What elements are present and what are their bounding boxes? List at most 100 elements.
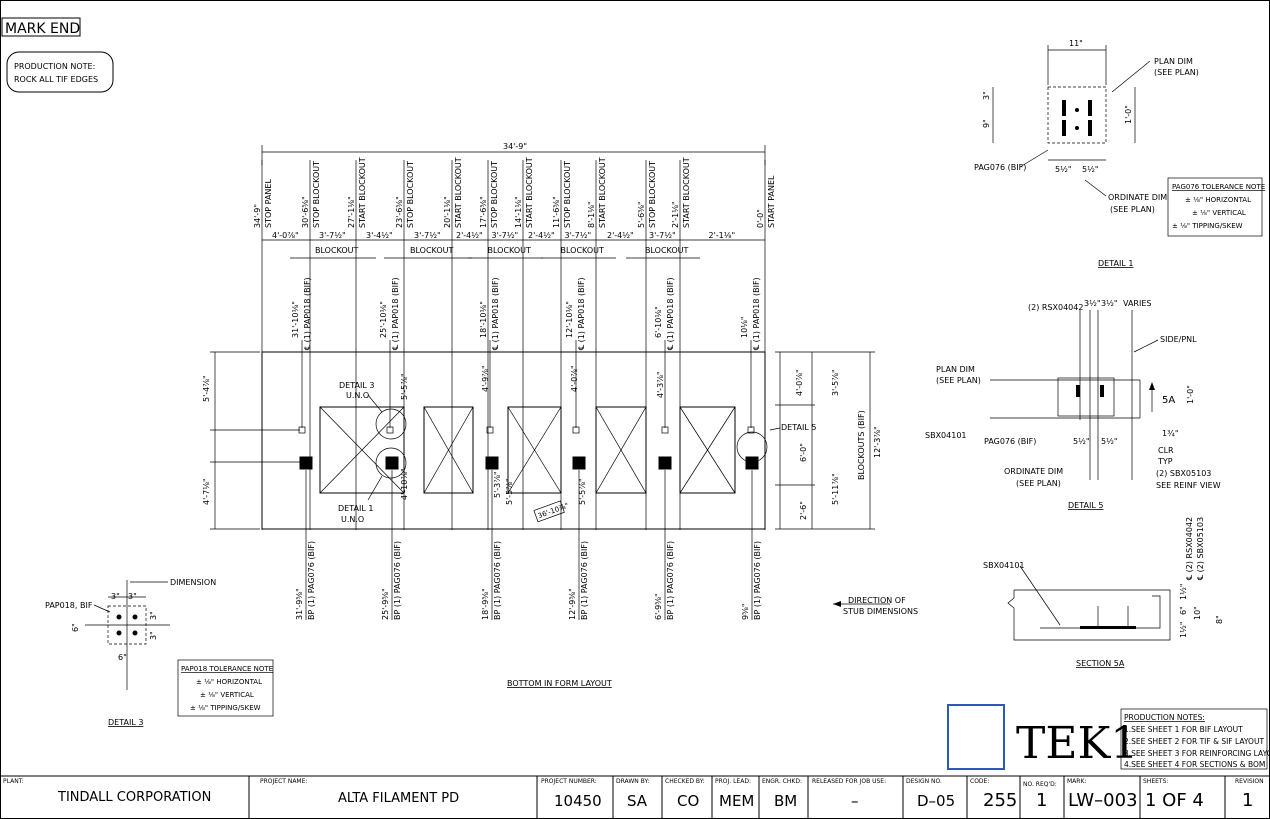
tb-project-label: PROJECT NAME: bbox=[260, 778, 307, 785]
tb-rev: 1 bbox=[1242, 790, 1253, 811]
d3-dim-b: 3" bbox=[128, 592, 137, 601]
segment-dim: 3'-7½" bbox=[649, 231, 676, 240]
d5-dim-134: 1¾" bbox=[1162, 429, 1179, 438]
note-3: 3.SEE SHEET 3 FOR REINFORCING LAYOUT bbox=[1124, 749, 1270, 758]
notes-title: PRODUCTION NOTES: bbox=[1124, 713, 1205, 722]
d1-tol-title: PAG076 TOLERANCE NOTE bbox=[1172, 183, 1265, 191]
bottom-embed-dim: 31'-9⅝" bbox=[295, 588, 304, 620]
callout-uno2: U.N.O bbox=[341, 515, 364, 524]
station-dim: 20'-1⅛" bbox=[443, 196, 452, 228]
d5-section-marker: 5A bbox=[1162, 395, 1175, 406]
top-embed-dim: 10⅛" bbox=[740, 316, 749, 338]
inner-dim: 4'-3⅞" bbox=[656, 371, 665, 398]
mark-end-box bbox=[1, 17, 81, 37]
pag076-embed bbox=[485, 456, 499, 470]
tb-drawn: SA bbox=[627, 792, 648, 810]
right-dim-5: 5'-11⅞" bbox=[831, 473, 840, 505]
bottom-embed-desc: BP (1) PAG076 (BIF) bbox=[580, 541, 589, 620]
pag076-embed bbox=[385, 456, 399, 470]
s5a-dim-6: 6" bbox=[1179, 606, 1188, 615]
segment-dim: 3'-4½" bbox=[366, 231, 393, 240]
tb-drawn-label: DRAWN BY: bbox=[616, 778, 649, 785]
station-dim: 11'-6⅝" bbox=[552, 196, 561, 228]
d3-dim-e: 3" bbox=[149, 631, 158, 640]
skew-box bbox=[533, 500, 565, 523]
d3-dim-a: 3" bbox=[111, 592, 120, 601]
right-dim-2: 6'-0" bbox=[799, 443, 808, 462]
station-dim: 8'-1⅛" bbox=[587, 201, 596, 228]
tb-project: ALTA FILAMENT PD bbox=[338, 791, 459, 806]
station-label: START BLOCKOUT bbox=[358, 157, 367, 228]
d1-title: DETAIL 1 bbox=[1098, 259, 1133, 268]
s5a-sbx: SBX04101 bbox=[983, 561, 1025, 570]
d1-dim-1ft: 1'-0" bbox=[1124, 105, 1133, 124]
detail5: 5A (2) RSX04042 3½" 3½" VARIES 1'-0" SID… bbox=[925, 299, 1221, 510]
top-embed-dim: 12'-10⅛" bbox=[565, 301, 574, 338]
segment-dim: 2'-1⅛" bbox=[709, 231, 736, 240]
bottom-embed-dim: 25'-9⅝" bbox=[381, 588, 390, 620]
station-dim: 34'-9" bbox=[253, 204, 262, 228]
segment-dim: 4'-0⅞" bbox=[272, 231, 299, 240]
callout-detail3: DETAIL 3 bbox=[339, 381, 374, 390]
section5a: SBX04101 ℄ (2) RSX04042 ℄ (2) SBX05103 6… bbox=[983, 517, 1224, 668]
station-label: STOP PANEL bbox=[264, 179, 273, 228]
tb-req-label: NO. REQ'D: bbox=[1023, 781, 1057, 788]
direction-line2: STUB DIMENSIONS bbox=[843, 607, 918, 616]
d3-dim-f: 6" bbox=[118, 653, 127, 662]
note-1: 1.SEE SHEET 1 FOR BIF LAYOUT bbox=[1124, 725, 1243, 734]
d3-tol-1: ± ⅛" HORIZONTAL bbox=[196, 678, 262, 686]
d3-tol-2: ± ⅛" VERTICAL bbox=[200, 691, 254, 699]
station-label: STOP BLOCKOUT bbox=[490, 161, 499, 228]
overall-dim: 34'-9" bbox=[503, 142, 527, 151]
tb-checked: CO bbox=[677, 792, 699, 810]
inner-dim: 4'-0⅞" bbox=[570, 365, 579, 392]
station-dim: 0'-0" bbox=[756, 209, 765, 228]
top-embed-desc: ℄ (1) PAP018 (BIF) bbox=[666, 277, 675, 350]
tb-engr: BM bbox=[774, 792, 797, 810]
blockout-x bbox=[507, 406, 562, 494]
d1-dim-width: 11" bbox=[1069, 39, 1083, 48]
station-dim: 27'-1⅛" bbox=[347, 196, 356, 228]
d5-sbx2-2: SEE REINF VIEW bbox=[1156, 481, 1221, 490]
pag076-embed bbox=[745, 456, 759, 470]
d3-part: PAP018, BIF bbox=[45, 601, 93, 610]
inner-dim: 5'-3⅞" bbox=[493, 471, 502, 498]
callout-detail5: DETAIL 5 bbox=[781, 423, 816, 432]
mark-end-label: MARK END bbox=[5, 21, 80, 37]
skew-dim: 36'-10⅞" bbox=[537, 502, 570, 521]
bottom-embed-desc: BP (1) PAG076 (BIF) bbox=[666, 541, 675, 620]
d3-tol-title: PAP018 TOLERANCE NOTE bbox=[181, 665, 273, 673]
d5-dim-a: 3½" bbox=[1084, 299, 1101, 308]
d5-dim-5b: 5½" bbox=[1101, 437, 1118, 446]
blockout-label: BLOCKOUT bbox=[645, 246, 689, 255]
d1-plan-dim-1: PLAN DIM bbox=[1154, 57, 1193, 66]
s5a-dim-10: 10" bbox=[1193, 606, 1202, 620]
detail1-callout-circle bbox=[375, 447, 407, 479]
tb-checked-label: CHECKED BY: bbox=[665, 778, 705, 785]
tb-plant: TINDALL CORPORATION bbox=[57, 790, 211, 805]
pag076-embed bbox=[658, 456, 672, 470]
inner-dim: 4'-9⅞" bbox=[481, 365, 490, 392]
blockout-label: BLOCKOUT bbox=[561, 246, 605, 255]
right-dim-4: 3'-5⅞" bbox=[831, 369, 840, 396]
top-embed-dim: 18'-10⅛" bbox=[479, 301, 488, 338]
d3-title: DETAIL 3 bbox=[108, 718, 143, 727]
station-dim: 2'-1⅛" bbox=[671, 201, 680, 228]
bottom-embed-dim: 18'-9⅝" bbox=[481, 588, 490, 620]
d1-tolerance-box bbox=[1167, 177, 1263, 237]
top-embed-desc: ℄ (1) PAP018 (BIF) bbox=[303, 277, 312, 350]
title-block: PLANT: TINDALL CORPORATION PROJECT NAME:… bbox=[0, 775, 1270, 819]
station-label: START BLOCKOUT bbox=[682, 157, 691, 228]
tb-req: 1 bbox=[1036, 790, 1047, 811]
blockout-rect bbox=[595, 406, 647, 494]
tb-lead-label: PROJ. LEAD: bbox=[715, 778, 751, 785]
production-note-line1: PRODUCTION NOTE: bbox=[14, 62, 95, 71]
tb-code: 255 bbox=[983, 790, 1017, 811]
top-embed-dim: 25'-10⅛" bbox=[379, 301, 388, 338]
blockout-rect bbox=[679, 406, 736, 494]
top-embed-desc: ℄ (1) PAP018 (BIF) bbox=[391, 277, 400, 350]
detail1: 11" 3" 9" 1'-0" 5½" 5½" PLAN DIM (SEE PL… bbox=[974, 39, 1265, 268]
top-embed-desc: ℄ (1) PAP018 (BIF) bbox=[491, 277, 500, 350]
d5-dim-1ft: 1'-0" bbox=[1186, 385, 1195, 404]
